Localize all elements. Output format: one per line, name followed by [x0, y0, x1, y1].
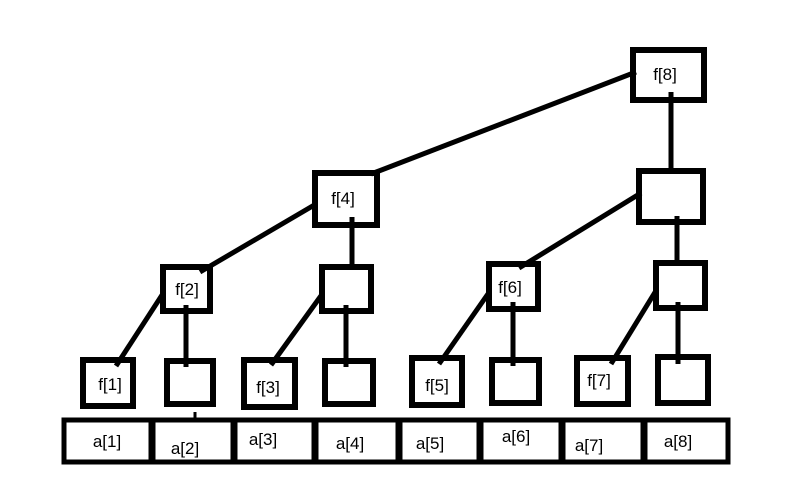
- node-box-f7: [574, 355, 631, 407]
- edge-u2-f3: [268, 291, 326, 367]
- node-box-u3: [653, 260, 708, 311]
- node-label-f5: f[5]: [425, 376, 449, 395]
- array-cell-a2: a[2]: [171, 439, 199, 458]
- array-cell-a3: a[3]: [249, 430, 277, 449]
- node-box-u4: [164, 358, 216, 407]
- node-box-f6: [486, 261, 541, 312]
- node-box-u7: [655, 354, 711, 406]
- node-label-f4: f[4]: [331, 189, 355, 208]
- array-row: a[1] a[2] a[3] a[4] a[5] a[6] a[7] a[8]: [61, 417, 731, 465]
- array-cell-a6: a[6]: [502, 427, 530, 446]
- node-box-u1: [636, 168, 706, 225]
- array-cell-a8: a[8]: [664, 432, 692, 451]
- array-cell-labels: a[1] a[2] a[3] a[4] a[5] a[6] a[7] a[8]: [93, 427, 692, 458]
- node-box-u2: [319, 264, 374, 314]
- edge-u3-f7: [608, 287, 660, 366]
- edge-f2-f1: [113, 290, 167, 368]
- node-box-f5: [409, 355, 465, 408]
- node-label-f7: f[7]: [587, 371, 611, 390]
- node-box-f3: [241, 357, 298, 410]
- node-label-f6: f[6]: [498, 278, 522, 297]
- array-cell-a7: a[7]: [575, 436, 603, 455]
- tree-edges: [113, 69, 681, 421]
- edge-u1-f6: [517, 190, 643, 271]
- edge-f4-f2: [198, 201, 318, 275]
- node-label-f8: f[8]: [653, 65, 677, 84]
- edge-f6-f5: [436, 289, 493, 366]
- edge-f8-f4: [370, 69, 637, 177]
- tree-node-boxes: [80, 47, 711, 410]
- node-box-u6: [489, 357, 542, 406]
- array-cell-a5: a[5]: [416, 434, 444, 453]
- array-cell-a4: a[4]: [336, 434, 364, 453]
- node-label-f2: f[2]: [175, 280, 199, 299]
- node-box-f1: [80, 357, 136, 409]
- tree-node-labels: f[8] f[4] f[2] f[6] f[1] f[3] f[5] f[7]: [98, 65, 677, 397]
- node-label-f3: f[3]: [256, 378, 280, 397]
- node-box-u5: [322, 358, 376, 407]
- array-cell-a1: a[1]: [93, 432, 121, 451]
- node-box-f4: [312, 170, 380, 228]
- array-cell-dividers: [148, 421, 648, 461]
- node-label-f1: f[1]: [98, 375, 122, 394]
